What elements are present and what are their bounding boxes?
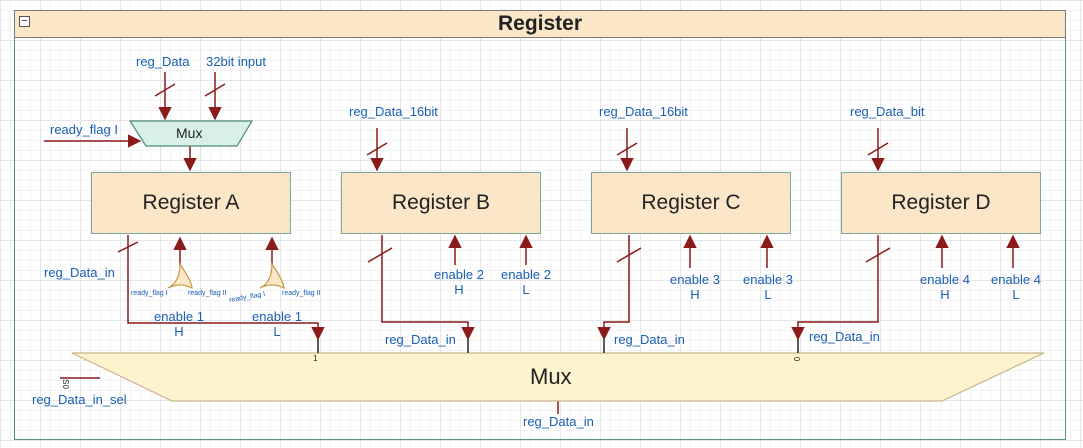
bus-slash (865, 247, 891, 263)
register-b-label: Register B (391, 191, 491, 214)
top-mux-select: ready_flag I (50, 122, 118, 137)
bus-slash (867, 142, 889, 156)
bus-slash (204, 83, 226, 97)
register-d-input: reg_Data_bit (850, 104, 925, 119)
register-c-label: Register C (641, 191, 741, 214)
bus-slash (366, 142, 388, 156)
enable-4h-label: enable 4 H (920, 272, 970, 302)
enable-2l-label: enable 2 L (501, 267, 551, 297)
bus-slash (154, 83, 176, 97)
bottom-mux-select: reg_Data_in_sel (32, 392, 127, 407)
collapse-icon[interactable]: − (19, 16, 30, 27)
register-b-output: reg_Data_in (385, 332, 456, 347)
title-bar: − Register (14, 10, 1066, 38)
register-b: Register B (341, 172, 541, 234)
bottom-mux-shape (71, 352, 1045, 402)
register-c: Register C (591, 172, 791, 234)
diagram-title: Register (497, 12, 583, 35)
enable-4l-label: enable 4 L (991, 272, 1041, 302)
enable-1l-label: enable 1 L (252, 309, 302, 339)
top-mux-input-a: reg_Data (136, 54, 190, 69)
register-a-output: reg_Data_in (44, 265, 115, 280)
enable-3l-label: enable 3 L (743, 272, 793, 302)
register-d: Register D (841, 172, 1041, 234)
wire-reg-d-out (791, 235, 879, 341)
bus-slash (616, 247, 642, 263)
wire-reg-a-out (127, 235, 325, 341)
wire-reg-c-out (597, 235, 630, 341)
mux-pin-1: 1 (313, 354, 318, 363)
mux-pin-s0: S0 (60, 379, 70, 389)
bus-slash (117, 241, 139, 253)
register-c-output: reg_Data_in (614, 332, 685, 347)
top-mux-input-b: 32bit input (206, 54, 266, 69)
enable-3h-label: enable 3 H (670, 272, 720, 302)
enable-1h-label: enable 1 H (154, 309, 204, 339)
register-a: Register A (91, 172, 291, 234)
gate-input: ready_flag II (282, 290, 321, 297)
bus-slash (616, 142, 638, 156)
top-mux-label: Mux (176, 125, 203, 141)
bottom-mux-output: reg_Data_in (523, 414, 594, 429)
enable-2h-label: enable 2 H (434, 267, 484, 297)
bottom-mux-label: Mux (530, 364, 572, 389)
register-d-label: Register D (891, 191, 991, 214)
wire-reg-b-out (381, 235, 475, 341)
top-mux-shape (128, 120, 254, 147)
or-gate-2 (259, 262, 285, 289)
register-d-output: reg_Data_in (809, 329, 880, 344)
mux-pin-0: 0 (792, 356, 802, 362)
register-b-input: reg_Data_16bit (349, 104, 438, 119)
gate-input: ready_flag I (131, 290, 168, 297)
gate-input: ready_flag II (188, 290, 227, 297)
register-c-input: reg_Data_16bit (599, 104, 688, 119)
or-gate-1 (167, 262, 193, 289)
bus-slash (367, 247, 393, 263)
register-a-label: Register A (142, 191, 240, 214)
